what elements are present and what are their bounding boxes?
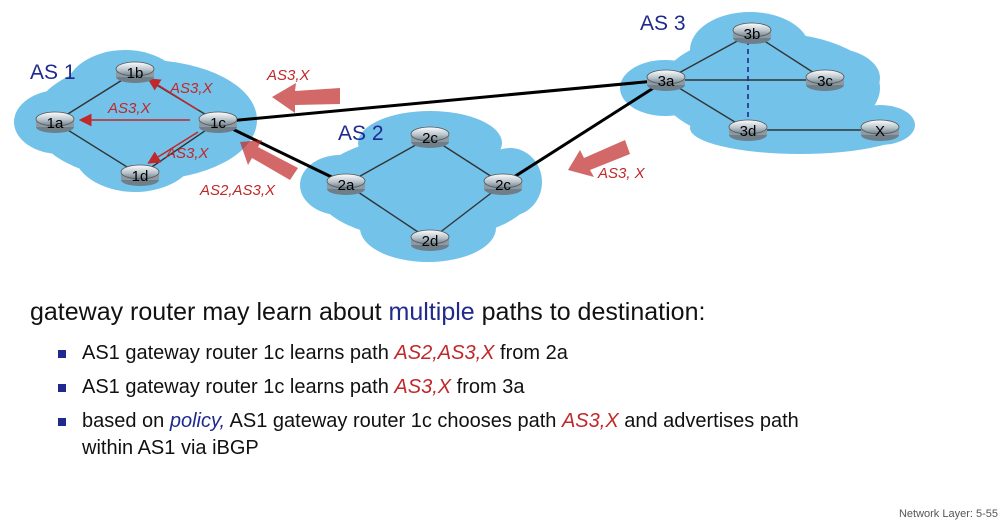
router-label: 2c xyxy=(495,177,511,194)
router-label: 2a xyxy=(338,177,355,194)
main-text-pre: gateway router may learn about xyxy=(30,298,389,326)
slide-footer: Network Layer: 5-55 xyxy=(898,508,998,520)
route-label-ext-3a-top: AS3,X xyxy=(266,67,311,84)
bullet-square-icon xyxy=(58,418,66,426)
route-label-ibgp-1b: AS3,X xyxy=(169,80,214,97)
router-3c: 3c xyxy=(805,69,845,91)
router-x: X xyxy=(860,119,900,141)
route-label-ibgp-1d: AS3,X xyxy=(165,145,210,162)
ibgp-route-arrows xyxy=(78,78,199,164)
policy-highlight: policy, xyxy=(169,410,226,432)
router-3b: 3b xyxy=(732,22,772,44)
bullet-square-icon xyxy=(58,350,66,358)
bullet-item: AS1 gateway router 1c learns path AS2,AS… xyxy=(58,340,799,367)
route-label-ext-2a: AS2,AS3,X xyxy=(199,182,276,199)
router-3a: 3a xyxy=(646,69,686,91)
router-label: 3b xyxy=(744,26,761,43)
router-3d: 3d xyxy=(728,119,768,141)
router-label: 1c xyxy=(210,115,226,132)
router-2a: 2a xyxy=(326,173,366,195)
bullet-text: within AS1 via iBGP xyxy=(82,437,259,459)
router-2c: 2c xyxy=(410,126,450,148)
as3-label: AS 3 xyxy=(640,12,686,35)
as1-label: AS 1 xyxy=(30,61,76,84)
path-highlight: AS2,AS3,X xyxy=(394,342,495,364)
bullet-text: from 3a xyxy=(451,376,525,398)
ebgp-advertisement-arrows xyxy=(240,83,630,180)
as2-label: AS 2 xyxy=(338,122,384,145)
bullet-square-icon xyxy=(58,384,66,392)
route-label-ext-3a-right: AS3, X xyxy=(597,165,646,182)
router-label: 1a xyxy=(47,115,64,132)
router-2d: 2d xyxy=(410,229,450,251)
router-label: 3c xyxy=(817,73,833,90)
router-1b: 1b xyxy=(115,61,155,83)
router-label: 3a xyxy=(658,73,675,90)
router-label: X xyxy=(875,123,885,140)
bullet-text: and advertises path xyxy=(618,410,799,432)
router-label: 2d xyxy=(422,233,439,250)
path-highlight: AS3,X xyxy=(561,410,619,432)
router-2c-right: 2c xyxy=(483,173,523,195)
main-statement: gateway router may learn about multiple … xyxy=(30,298,705,327)
bullet-text: AS1 gateway router 1c learns path xyxy=(82,376,395,398)
main-text-highlight: multiple xyxy=(388,298,475,326)
router-1d: 1d xyxy=(120,164,160,186)
bullet-text: AS1 gateway router 1c learns path xyxy=(82,342,395,364)
inter-as-links xyxy=(217,78,667,186)
bullet-text: based on xyxy=(82,410,170,432)
main-text-post: paths to destination: xyxy=(474,298,706,326)
bullet-list: AS1 gateway router 1c learns path AS2,AS… xyxy=(58,340,799,469)
router-label: 1d xyxy=(132,168,149,185)
router-label: 1b xyxy=(127,65,144,82)
bullet-item: AS1 gateway router 1c learns path AS3,X … xyxy=(58,374,799,401)
router-label: 2c xyxy=(422,130,438,147)
router-label: 3d xyxy=(740,123,757,140)
bullet-text: from 2a xyxy=(494,342,568,364)
path-highlight: AS3,X xyxy=(394,376,452,398)
bullet-text: AS1 gateway router 1c chooses path xyxy=(225,410,562,432)
router-1c: 1c xyxy=(198,111,238,133)
router-1a: 1a xyxy=(35,111,75,133)
bullet-item: based on policy, AS1 gateway router 1c c… xyxy=(58,408,799,462)
route-label-ibgp-1a: AS3,X xyxy=(107,100,152,117)
